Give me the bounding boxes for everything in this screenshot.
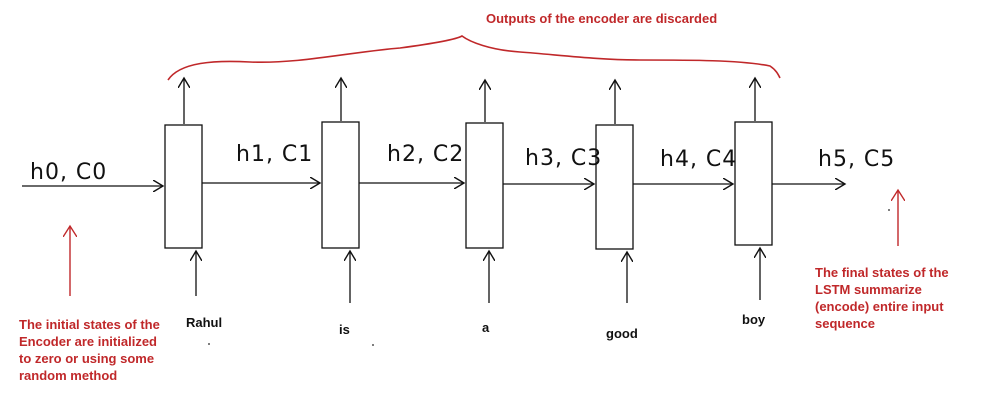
state-label-4: h4, C4: [660, 147, 738, 172]
state-label-3: h3, C3: [525, 146, 603, 171]
lstm-cell-1: [164, 124, 203, 249]
lstm-cell-5: [734, 121, 773, 246]
input-word-5: boy: [742, 312, 766, 327]
final-note-line-4: sequence: [815, 316, 875, 331]
final-state-note: The final states of the LSTM summarize (…: [815, 264, 949, 332]
input-word-2: is: [339, 322, 350, 337]
lstm-cell-2: [321, 121, 360, 249]
final-note-line-3: (encode) entire input: [815, 299, 944, 314]
initial-state-note: The initial states of the Encoder are in…: [19, 316, 160, 384]
initial-state-label: h0, C0: [30, 160, 108, 185]
stray-dot: [208, 343, 210, 345]
final-note-line-2: LSTM summarize: [815, 282, 922, 297]
initial-note-line-1: The initial states of the: [19, 317, 160, 332]
initial-note-line-3: to zero or using some: [19, 351, 155, 366]
lstm-cell-4: [595, 124, 634, 250]
state-label-2: h2, C2: [387, 142, 465, 167]
input-word-1: Rahul: [186, 315, 223, 330]
final-note-line-1: The final states of the: [815, 265, 949, 280]
input-word-4: good: [606, 326, 638, 341]
stray-dot: [888, 209, 890, 211]
lstm-cell-3: [465, 122, 504, 249]
state-label-1: h1, C1: [236, 142, 314, 167]
input-word-3: a: [482, 320, 490, 335]
final-state-label: h5, C5: [818, 147, 896, 172]
initial-note-line-4: random method: [19, 368, 118, 383]
initial-note-line-2: Encoder are initialized: [19, 334, 157, 349]
outputs-brace: [167, 35, 781, 81]
stray-dot: [372, 344, 374, 346]
diagram-title: Outputs of the encoder are discarded: [486, 11, 718, 26]
